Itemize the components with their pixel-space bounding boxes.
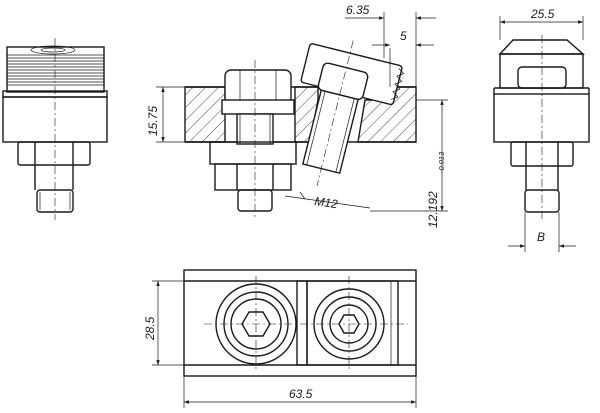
dim-width-side-label: 25.5 — [530, 7, 555, 21]
plan-view: 28.5 63.5 — [143, 269, 417, 408]
dim-depth-label: 12.192 — [426, 191, 440, 228]
right-side-view: 25.5 B — [493, 7, 590, 252]
dim-top-width-label: 28.5 — [143, 316, 157, 341]
dim-slot-label: 5 — [400, 29, 407, 43]
dim-length-label: 63.5 — [289, 387, 313, 401]
dim-height-label: 15.75 — [146, 106, 160, 136]
left-side-view — [2, 38, 108, 220]
thread-label: M12 — [314, 194, 339, 211]
serrated-jaw — [6, 45, 105, 93]
dim-side-width-label: B — [537, 230, 545, 244]
middle-section-view: 6.35 5 15.75 M12 12.192 -0.013 — [146, 3, 448, 228]
dim-depth-tolerance: -0.013 — [437, 151, 446, 173]
dim-offset-label: 6.35 — [346, 3, 370, 17]
tilted-clamp-jaw — [300, 40, 405, 187]
plan-outline — [183, 269, 417, 377]
washer — [221, 99, 295, 115]
